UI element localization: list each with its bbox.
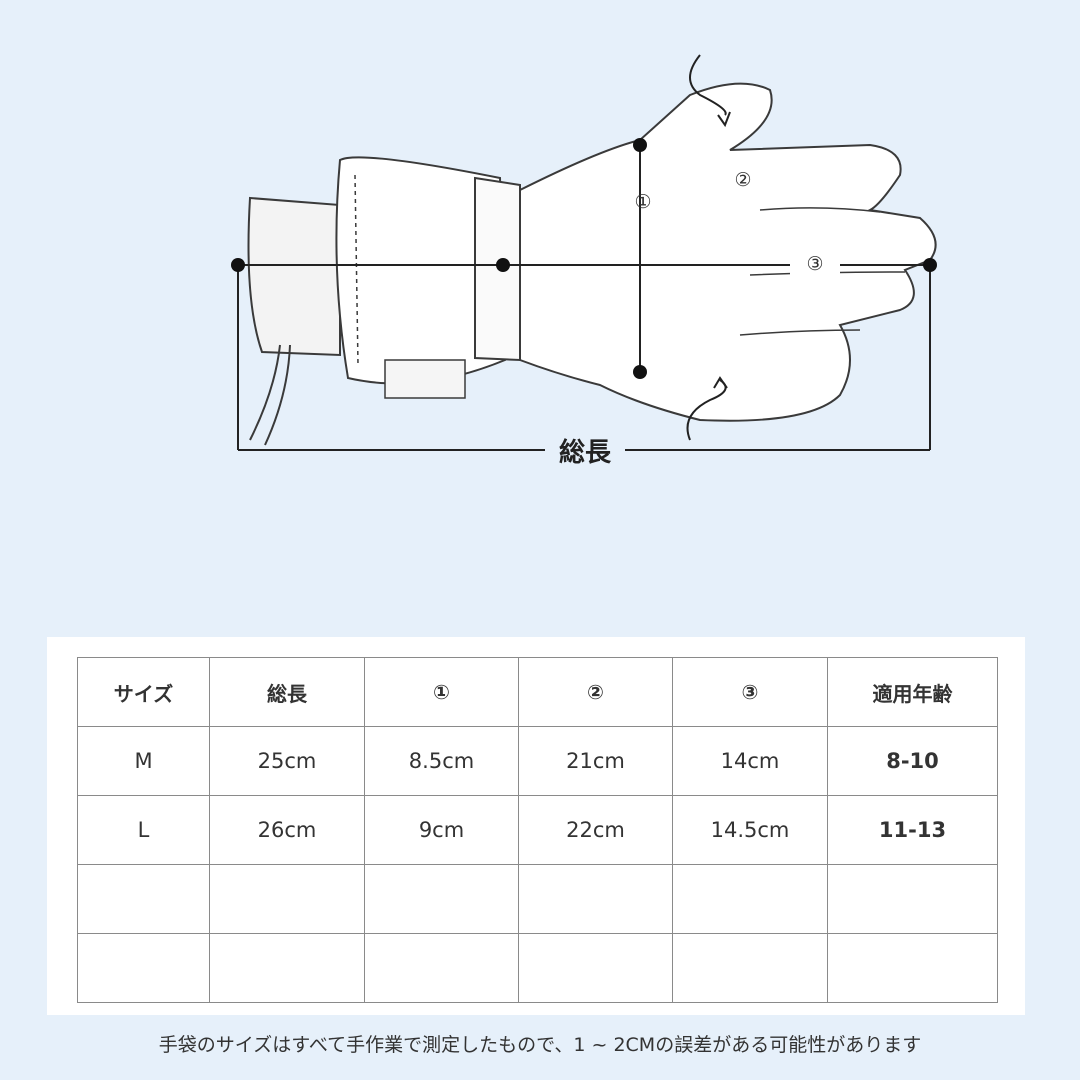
circumference-arrow-top: [689, 54, 727, 116]
cell-measure-2: [518, 864, 673, 934]
marker-1-label: ①: [634, 191, 651, 213]
cell-age: 8-10: [827, 726, 998, 796]
header-measure-1: ①: [364, 657, 519, 727]
dot-right: [923, 258, 937, 272]
size-table-card: サイズ 総長 ① ② ③ 適用年齢 M 25cm 8.5cm 21cm 14cm…: [47, 637, 1025, 1015]
cell-size: [77, 933, 210, 1003]
circumference-arrowhead-bottom: [713, 376, 728, 389]
dot-wrist: [496, 258, 510, 272]
circumference-arrowhead-top: [717, 111, 731, 128]
header-size: サイズ: [77, 657, 210, 727]
table-row: M 25cm 8.5cm 21cm 14cm 8-10: [77, 726, 998, 796]
table-row: L 26cm 9cm 22cm 14.5cm 11-13: [77, 795, 998, 865]
cell-total-length: [209, 864, 365, 934]
measurement-disclaimer: 手袋のサイズはすべて手作業で測定したもので、1 ~ 2CMの誤差がある可能性があ…: [158, 1034, 922, 1056]
cell-age: [827, 933, 998, 1003]
dot-left: [231, 258, 245, 272]
cell-total-length: [209, 933, 365, 1003]
header-measure-3: ③: [672, 657, 828, 727]
marker-3-label: ③: [806, 253, 823, 275]
cell-measure-1: 8.5cm: [364, 726, 519, 796]
cell-measure-1: 9cm: [364, 795, 519, 865]
cell-size: M: [77, 726, 210, 796]
cell-measure-3: 14.5cm: [672, 795, 828, 865]
header-measure-2: ②: [518, 657, 673, 727]
dot-bottom: [633, 365, 647, 379]
total-length-label: 総長: [559, 437, 612, 468]
cell-measure-1: [364, 864, 519, 934]
cell-measure-2: [518, 933, 673, 1003]
glove-illustration: [247, 82, 937, 446]
header-age: 適用年齢: [827, 657, 998, 727]
cell-age: 11-13: [827, 795, 998, 865]
cell-measure-3: [672, 933, 828, 1003]
table-row: [77, 864, 998, 934]
cell-measure-2: 22cm: [518, 795, 673, 865]
dot-top: [633, 138, 647, 152]
cell-measure-2: 21cm: [518, 726, 673, 796]
cell-measure-3: [672, 864, 828, 934]
glove-diagram: ① ② ③ 総長: [231, 54, 937, 468]
cell-total-length: 25cm: [209, 726, 365, 796]
cell-total-length: 26cm: [209, 795, 365, 865]
header-total-length: 総長: [209, 657, 365, 727]
cell-size: L: [77, 795, 210, 865]
cell-measure-1: [364, 933, 519, 1003]
size-table: サイズ 総長 ① ② ③ 適用年齢 M 25cm 8.5cm 21cm 14cm…: [77, 657, 998, 1003]
table-header-row: サイズ 総長 ① ② ③ 適用年齢: [77, 657, 998, 727]
cell-measure-3: 14cm: [672, 726, 828, 796]
measurement-dots: [231, 138, 937, 379]
table-row: [77, 933, 998, 1003]
marker-2-label: ②: [734, 169, 751, 191]
cell-age: [827, 864, 998, 934]
cell-size: [77, 864, 210, 934]
